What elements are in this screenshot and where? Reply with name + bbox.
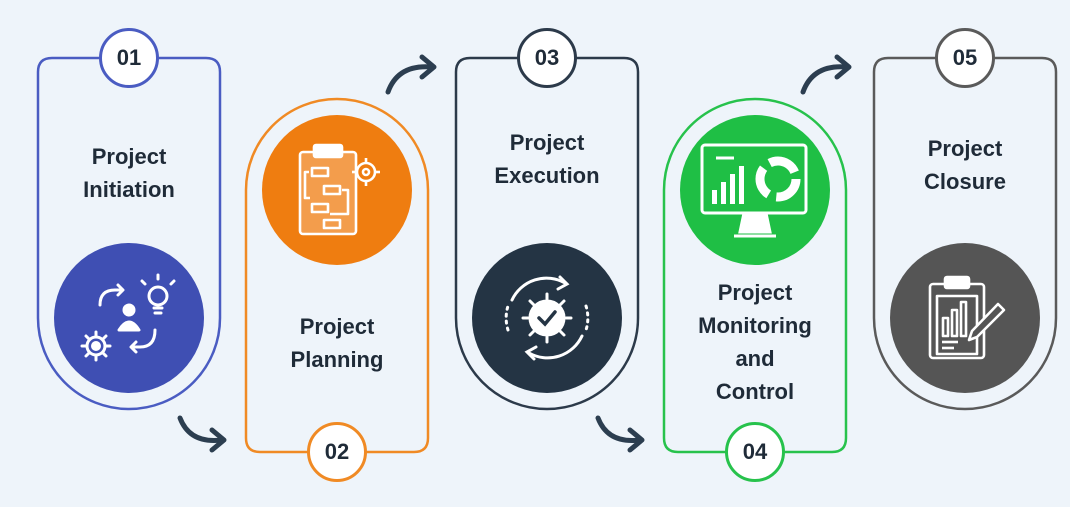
step-1-title-line-1: Project — [91, 144, 167, 169]
connector-arrows — [177, 54, 852, 453]
step-2-title: Project Planning — [248, 310, 426, 376]
step-5-title: Project Closure — [876, 132, 1054, 198]
arrow-2-to-3 — [385, 64, 435, 95]
step-1-icon-circle — [54, 243, 204, 393]
step-3-title-line-2: Execution — [494, 163, 600, 188]
step-1-card-outline — [36, 56, 222, 411]
step-4-number-badge: 04 — [725, 422, 785, 482]
step-1-title-line-2: Initiation — [83, 177, 175, 202]
step-5-number-badge: 05 — [935, 28, 995, 88]
step-1-number-badge: 01 — [99, 28, 159, 88]
initiation-icon — [80, 273, 176, 362]
step-5-title-line-1: Project — [927, 136, 1003, 161]
planning-clipboard-icon — [298, 143, 380, 236]
arrow-4-to-5 — [800, 64, 850, 95]
step-4-title: Project Monitoring and Control — [666, 276, 844, 408]
step-4-title-line-1: Project — [717, 280, 793, 305]
step-4-card-outline — [662, 97, 848, 454]
step-4-title-line-2: Monitoring — [698, 313, 812, 338]
arrow-3-to-4 — [595, 415, 643, 444]
step-2-title-line-2: Planning — [290, 347, 384, 372]
step-3-card-outline — [454, 56, 640, 411]
step-4-title-line-3: and — [735, 346, 775, 371]
step-5-title-line-2: Closure — [924, 169, 1006, 194]
closure-report-icon — [928, 275, 1006, 360]
step-2-card-outline — [244, 97, 430, 454]
monitoring-monitor-icon — [700, 143, 808, 238]
step-5-card-outline — [872, 56, 1058, 411]
step-3-title-line-1: Project — [509, 130, 585, 155]
step-2-number-badge: 02 — [307, 422, 367, 482]
step-4-title-line-4: Control — [715, 379, 795, 404]
step-3-number-badge: 03 — [517, 28, 577, 88]
step-4-icon-circle — [680, 115, 830, 265]
execution-gear-icon — [504, 275, 590, 361]
step-2-title-line-1: Project — [299, 314, 375, 339]
arrow-1-to-2 — [177, 415, 225, 444]
step-3-title: Project Execution — [458, 126, 636, 192]
step-1-title: Project Initiation — [40, 140, 218, 206]
